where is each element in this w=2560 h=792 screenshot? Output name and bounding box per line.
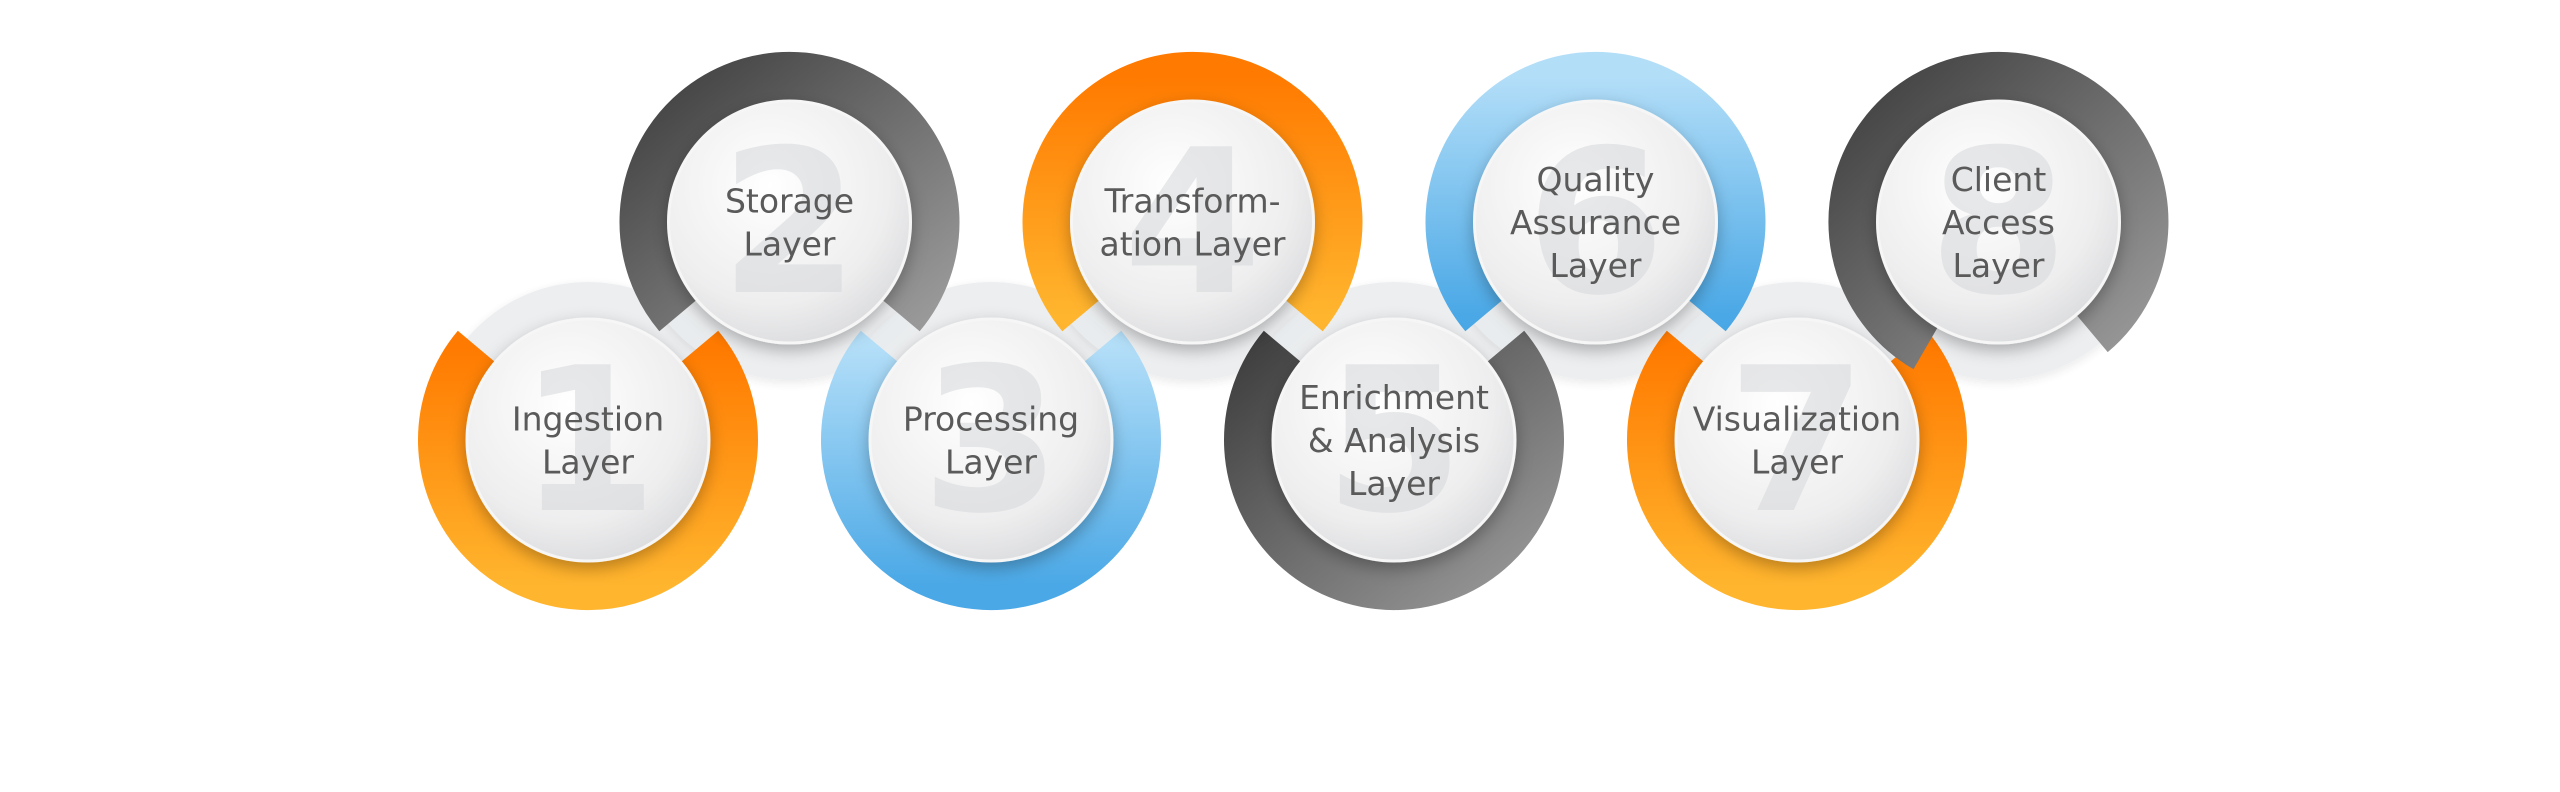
step-6-label-line: Quality <box>1537 160 1655 199</box>
step-5-label-line: & Analysis <box>1308 421 1480 460</box>
step-1-ring-arc <box>418 330 758 611</box>
step-1-number: 1 <box>518 325 657 558</box>
step-7-disc <box>1674 317 1920 563</box>
step-3-disc <box>868 317 1114 563</box>
step-6-number: 6 <box>1526 107 1665 340</box>
step-3-label-line: Processing <box>903 399 1079 438</box>
step-7-label-line: Visualization <box>1693 399 1901 438</box>
step-6-ring-arc <box>1425 51 1766 332</box>
step-7-number: 7 <box>1727 325 1866 558</box>
step-1-disc <box>465 317 711 563</box>
step-8-number: 8 <box>1929 107 2068 340</box>
step-4-number: 4 <box>1123 107 1262 340</box>
discs-layer: 1IngestionLayer2StorageLayer3ProcessingL… <box>465 99 2121 563</box>
step-8-label-line: Access <box>1942 203 2055 242</box>
step-6-disc <box>1473 99 1718 345</box>
step-5-label-line: Layer <box>1348 464 1440 503</box>
step-2-disc <box>667 99 912 345</box>
step-5-disc <box>1271 317 1517 563</box>
step-3-number: 3 <box>921 325 1060 558</box>
step-2-number: 2 <box>720 107 859 340</box>
step-4-ring-arc <box>1022 51 1363 332</box>
step-5-ring-arc <box>1224 330 1564 611</box>
step-8-disc <box>1876 99 2121 345</box>
step-4-label-line: Transform- <box>1103 181 1280 220</box>
step-1-label-line: Ingestion <box>512 399 664 438</box>
step-3-ring-arc <box>821 330 1161 611</box>
step-3-label-line: Layer <box>945 442 1037 481</box>
step-1-label-line: Layer <box>542 442 634 481</box>
step-7-ring-arc <box>1627 330 1967 611</box>
rings-layer <box>418 51 2169 611</box>
step-4-disc <box>1070 99 1315 345</box>
step-6-label-line: Assurance <box>1510 203 1681 242</box>
step-5-label-line: Enrichment <box>1299 378 1489 417</box>
step-5-number: 5 <box>1324 325 1463 558</box>
step-4-label-line: ation Layer <box>1100 224 1286 263</box>
step-8-label-line: Layer <box>1952 246 2044 285</box>
step-2-ring-arc <box>619 51 960 332</box>
step-6-label-line: Layer <box>1549 246 1641 285</box>
step-8-label-line: Client <box>1951 160 2047 199</box>
step-7-label-line: Layer <box>1751 442 1843 481</box>
step-2-label-line: Layer <box>743 224 835 263</box>
step-2-label-line: Storage <box>725 181 854 220</box>
step-8-ring-arc <box>1828 51 2169 370</box>
